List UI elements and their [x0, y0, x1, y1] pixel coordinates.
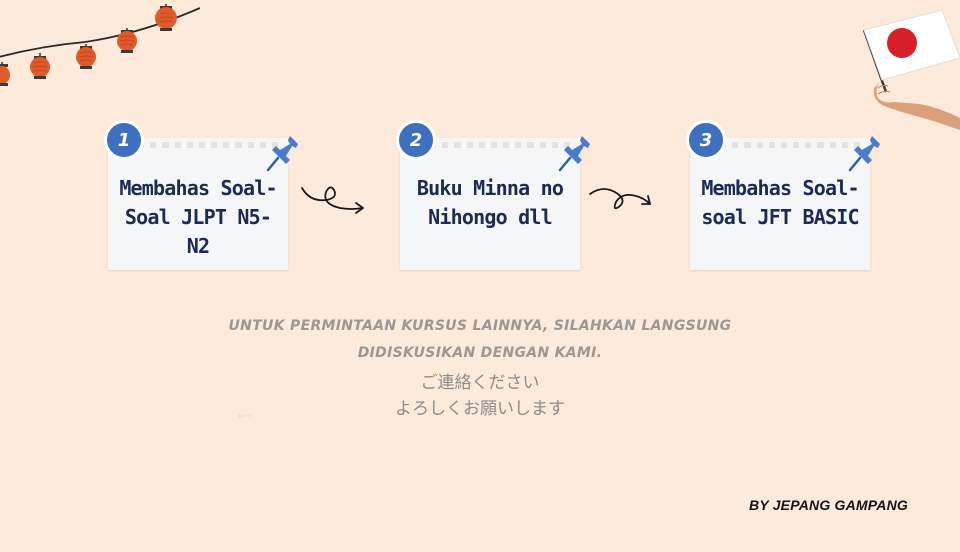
push-pin-icon [558, 136, 590, 172]
paper-lantern-icon [76, 44, 96, 69]
step-number-badge: 2 [396, 120, 436, 160]
step-card-1: 1 Membahas Soal- Soal JLPT N5-N2 [104, 120, 298, 270]
step-card-text: Membahas Soal- soal JFT BASIC [696, 174, 864, 232]
step-card-text: Buku Minna no Nihongo dll [406, 174, 574, 232]
push-pin-icon [266, 136, 298, 172]
step-text-line: Membahas Soal- [119, 176, 277, 200]
step-text-line: Buku Minna no [416, 176, 564, 200]
step-card-text: Membahas Soal- Soal JLPT N5-N2 [114, 174, 282, 261]
byline: BY JEPANG GAMPANG [749, 497, 908, 513]
step-card-3: 3 Membahas Soal- soal JFT BASIC [686, 120, 880, 270]
notebook-holes [430, 142, 571, 148]
lantern-garland-decoration [0, 4, 200, 86]
paper-note [690, 138, 870, 270]
paper-lantern-icon [0, 62, 10, 86]
step-text-line: Membahas Soal- [701, 176, 859, 200]
paper-lantern-icon [117, 28, 137, 53]
paper-note [400, 138, 580, 270]
push-pin-icon [848, 136, 880, 172]
notebook-holes [720, 142, 861, 148]
tiny-mark: □ ☆ ☆ [238, 413, 252, 418]
curly-arrow-icon [301, 186, 364, 214]
curly-arrow-icon [589, 188, 651, 210]
step-text-line: Nihongo dll [428, 205, 552, 229]
step-card-2: 2 Buku Minna no Nihongo dll [396, 120, 590, 270]
japanese-contact-line: ご連絡ください [420, 373, 540, 393]
step-number-badge: 3 [686, 120, 726, 160]
japan-flag-icon [862, 9, 960, 130]
notebook-holes [138, 142, 279, 148]
japanese-greeting-line: よろしくお願いします [395, 399, 565, 419]
step-text-line: soal JFT BASIC [701, 205, 859, 229]
info-message-line-1: UNTUK PERMINTAAN KURSUS LAINNYA, SILAHKA… [228, 318, 732, 334]
step-text-line: Soal JLPT N5-N2 [124, 205, 272, 258]
paper-lantern-icon [30, 53, 50, 79]
paper-note [108, 138, 288, 270]
paper-lantern-icon [155, 4, 177, 31]
info-message-line-2: DIDISKUSIKAN DENGAN KAMI. [357, 345, 603, 361]
step-number-badge: 1 [104, 120, 144, 160]
